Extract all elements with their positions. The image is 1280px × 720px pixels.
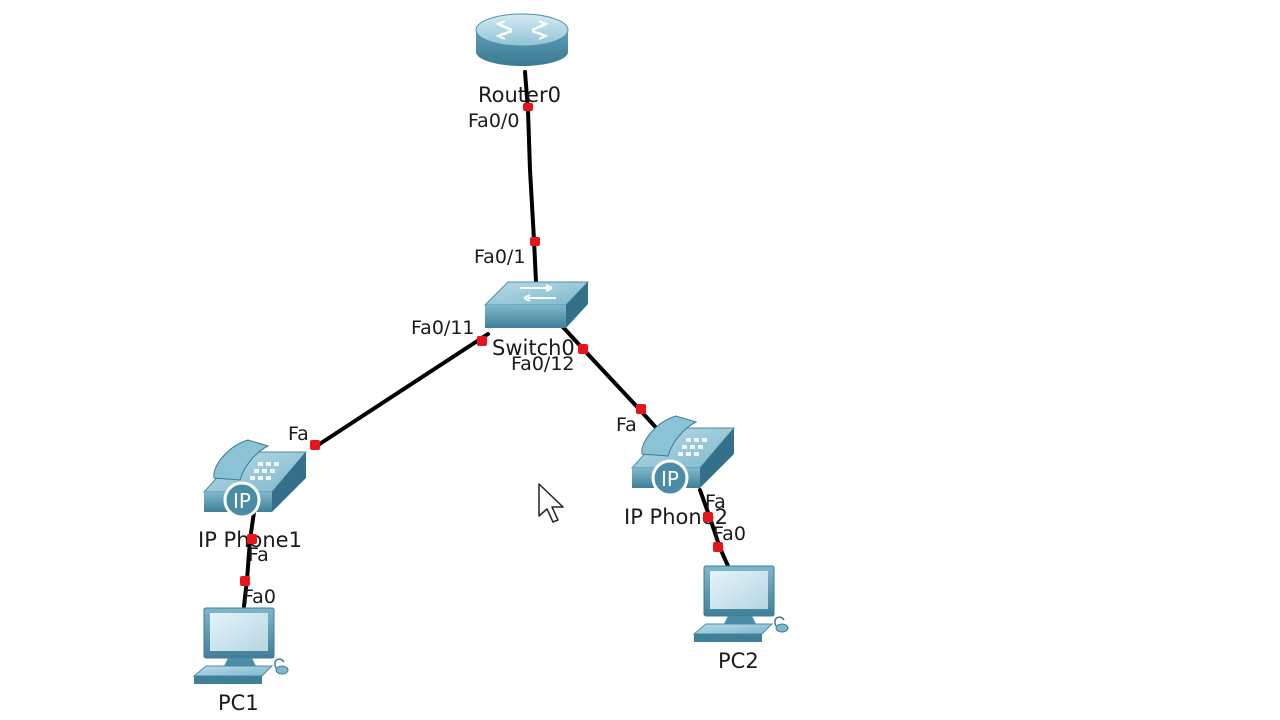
port-light	[530, 237, 540, 246]
pc-icon	[192, 607, 289, 684]
ipphone1-device[interactable]: IP IP Phone1	[198, 439, 308, 552]
port-light	[240, 576, 250, 586]
port-label-pc1-fa0: Fa0	[243, 586, 276, 608]
port-label-switch-fa0-12: Fa0/12	[511, 353, 575, 375]
mouse-cursor-icon	[538, 483, 564, 523]
ipphone2-device[interactable]: IP IP Phone2	[624, 415, 736, 529]
link-ipphone1-pc1[interactable]	[242, 510, 256, 608]
links	[242, 70, 730, 608]
port-light	[310, 440, 320, 450]
port-labels: Fa0/0 Fa0/1 Fa0/11 Fa0/12 Fa Fa Fa Fa0 F…	[243, 110, 746, 608]
pc-icon	[692, 565, 789, 642]
port-label-pc2-fa0: Fa0	[713, 523, 746, 545]
port-light	[578, 344, 588, 354]
pc2-device[interactable]: PC2	[692, 565, 789, 673]
port-label-router-fa0-0: Fa0/0	[468, 110, 519, 132]
ipphone1-badge: IP	[233, 489, 251, 513]
port-label-phone1-uplink: Fa	[288, 423, 309, 445]
port-indicators	[240, 103, 723, 586]
port-light	[703, 512, 713, 522]
link-router-switch[interactable]	[523, 70, 538, 284]
link-switch-ipphone1[interactable]	[313, 332, 490, 449]
port-light	[636, 404, 646, 414]
switch-icon	[483, 281, 590, 328]
switch0-device[interactable]: Switch0	[483, 281, 590, 360]
port-label-phone2-uplink: Fa	[616, 414, 637, 436]
router0-label: Router0	[478, 83, 561, 107]
port-label-switch-fa0-11: Fa0/11	[411, 317, 475, 339]
port-label-phone2-pc: Fa	[705, 491, 726, 513]
ip-badge-icon: IP	[651, 459, 689, 497]
pc1-label: PC1	[218, 691, 259, 715]
link-ipphone2-pc2[interactable]	[698, 488, 730, 568]
link-switch-ipphone2[interactable]	[560, 324, 662, 434]
port-label-switch-fa0-1: Fa0/1	[474, 246, 525, 268]
router0-device[interactable]: Router0	[475, 13, 569, 107]
port-light	[713, 542, 723, 552]
ipphone2-badge: IP	[661, 467, 679, 491]
port-light	[247, 534, 257, 544]
port-light	[523, 103, 533, 111]
port-light	[477, 336, 487, 346]
pc2-label: PC2	[718, 649, 759, 673]
port-label-phone1-pc: Fa	[248, 544, 269, 566]
pc1-device[interactable]: PC1	[192, 607, 289, 715]
switch0-label: Switch0	[492, 336, 575, 360]
ip-badge-icon: IP	[223, 481, 261, 519]
router-icon	[475, 13, 569, 66]
